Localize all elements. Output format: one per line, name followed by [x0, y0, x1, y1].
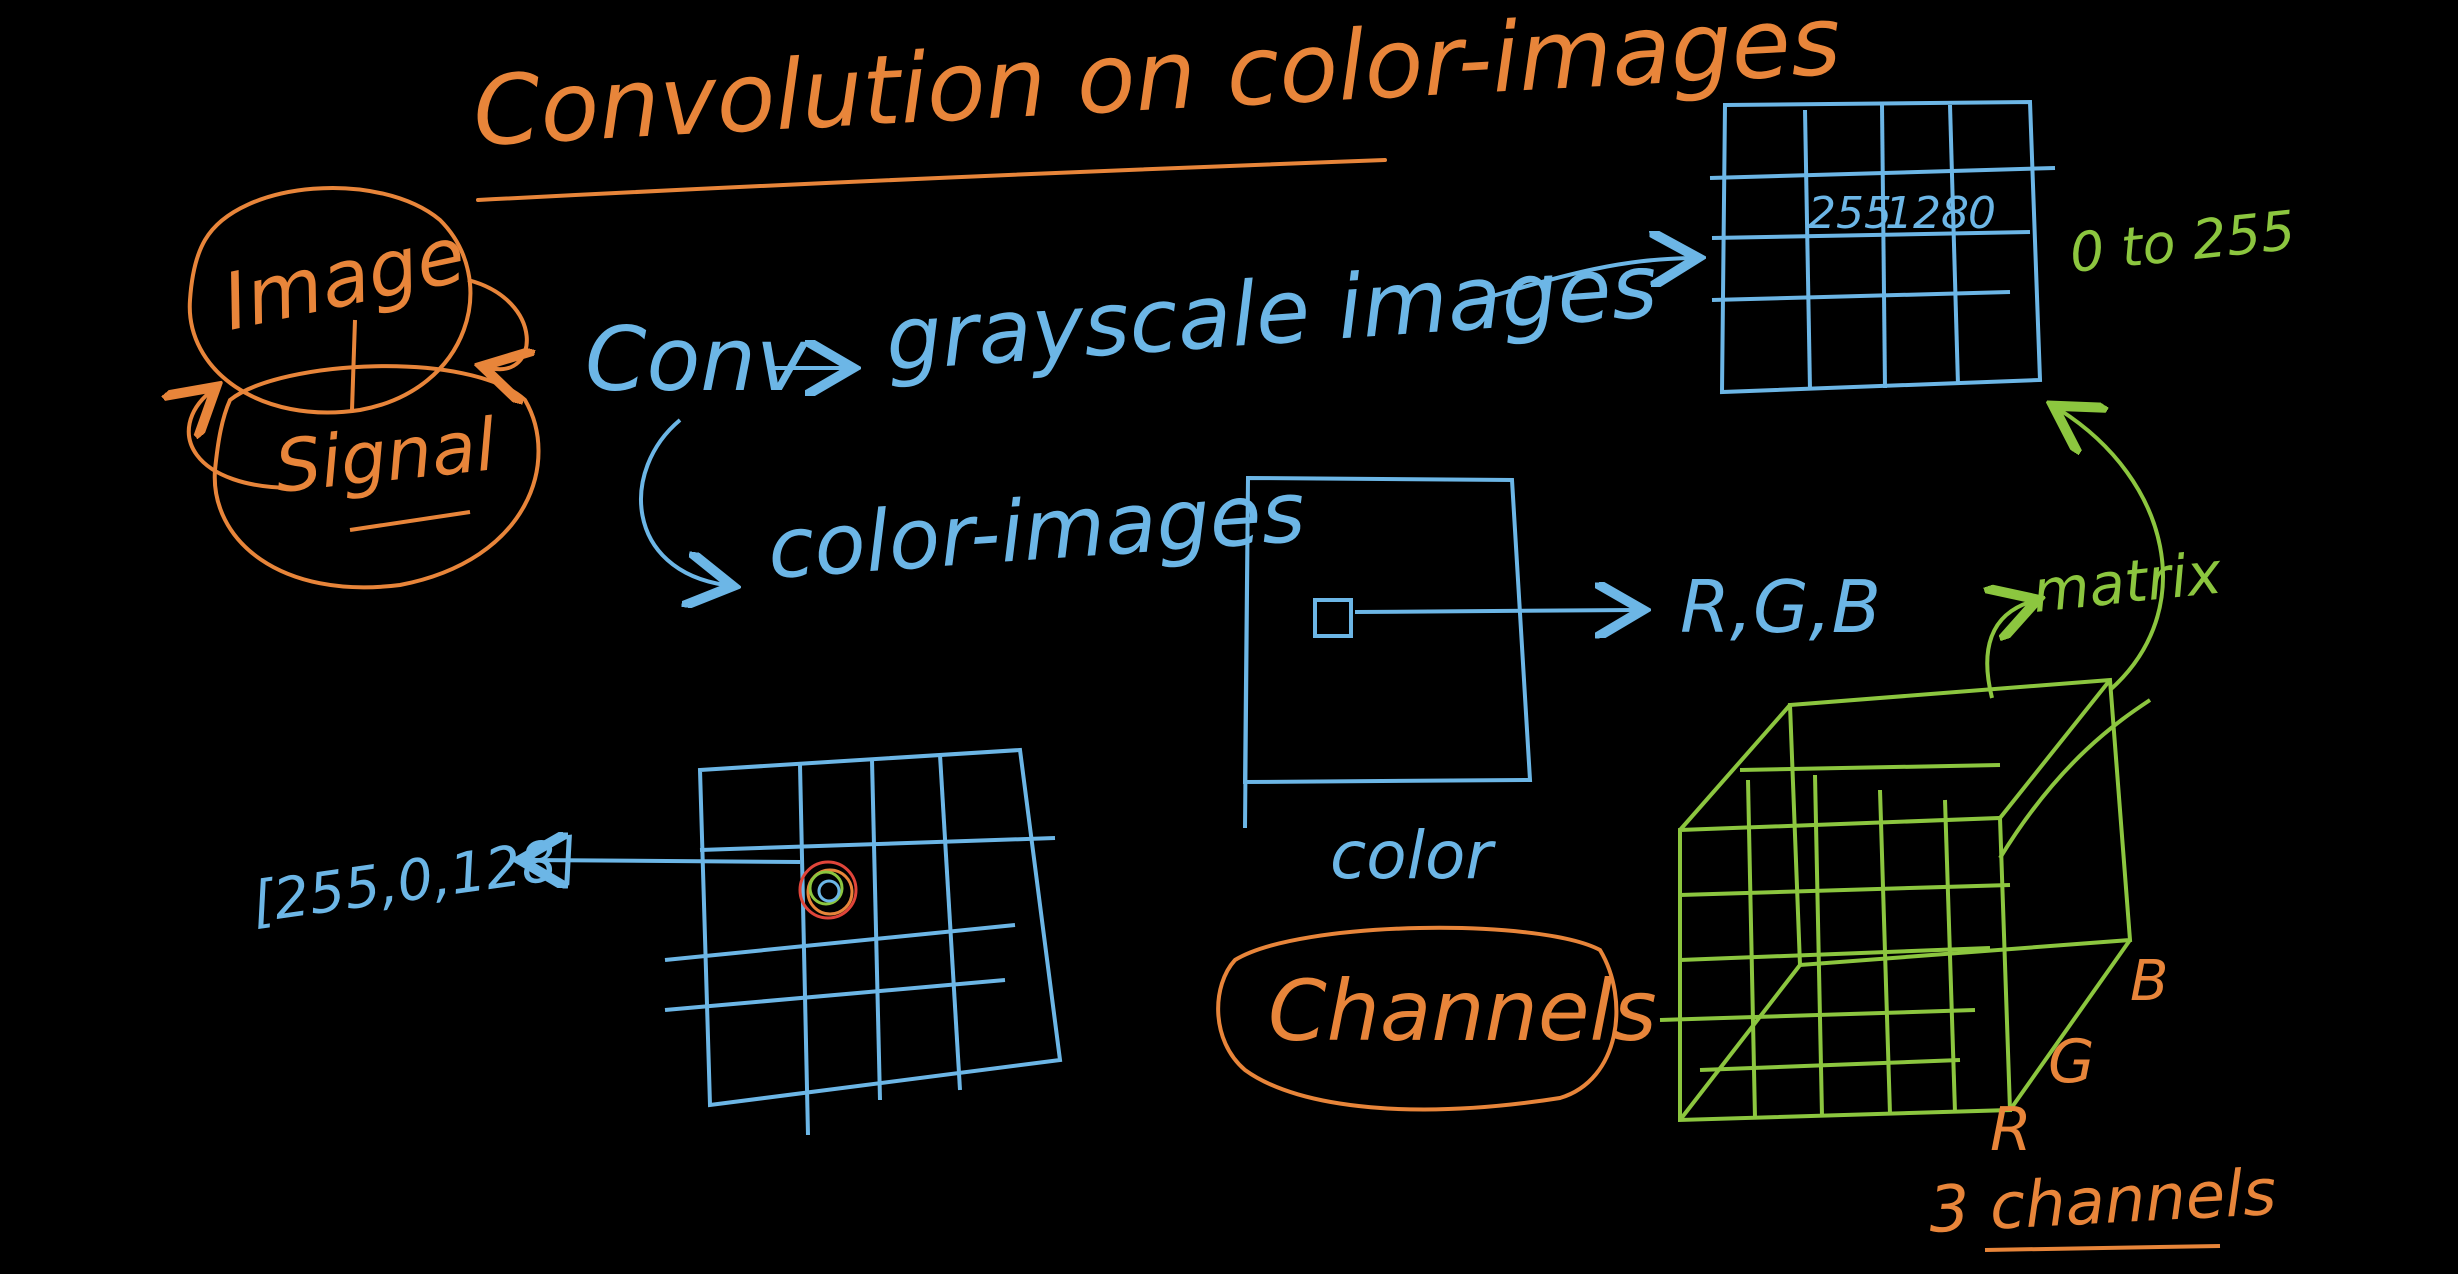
grid-hline [664, 978, 1006, 1012]
channel-g-label: G [2048, 1027, 2095, 1097]
signal-label: Signal [271, 402, 500, 509]
cycle-arrow-left [189, 392, 301, 491]
pixel-value-label: [255,0,128] [248, 826, 583, 936]
image-label: Image [215, 210, 473, 349]
grid-hline [1709, 166, 2056, 180]
grid-vline [1948, 104, 1960, 386]
rgb-cube [1659, 677, 2133, 1123]
channels-label: Channels [1268, 962, 1657, 1060]
color-images-branch-arrow [639, 418, 725, 585]
color-image-outline [1242, 475, 1533, 829]
channel-b-label: B [2130, 949, 2168, 1014]
pixel-circle-orange [806, 868, 854, 916]
cube-front-face [1678, 815, 2013, 1123]
conv-branch: Conv grayscale images color-images [585, 234, 1690, 598]
grayscale-grid [1709, 99, 2056, 395]
cube-edge [1998, 678, 2112, 820]
cube-to-grid-arrow [2060, 410, 2165, 692]
grid-hline [699, 836, 1056, 852]
cube-edge [2008, 938, 2132, 1112]
grayscale-grid-outline [1719, 99, 2043, 395]
title-underline [476, 158, 1387, 202]
cube-hline [1659, 1008, 1976, 1022]
channels-oval [1216, 925, 1619, 1112]
highlighted-pixel [798, 860, 858, 920]
grid-vline [938, 754, 962, 1091]
conv-label: Conv [585, 308, 810, 411]
pixel-to-rgb-arrow [1354, 610, 1635, 612]
grid-vline [1803, 109, 1812, 391]
matrix-label: matrix [2029, 538, 2225, 625]
color-image-box: R,G,B color [1242, 475, 1881, 894]
matrix-pointer-arrow [1998, 698, 2152, 860]
channels-oval-group: Channels [1216, 925, 1657, 1112]
grid-hline [664, 923, 1016, 962]
image-signal-diagram: Image Signal [187, 186, 541, 590]
grid-vline [870, 759, 882, 1101]
color-pixel-grid [664, 747, 1063, 1136]
grid-hline [1711, 230, 2031, 240]
color-images-label: color-images [765, 463, 1308, 598]
grayscale-label: grayscale images [882, 234, 1660, 391]
matrix-label-arrow [1987, 602, 2030, 699]
grid-vline [1880, 104, 1887, 389]
cube-hline [1679, 883, 2011, 897]
pixel-circle-green [808, 870, 844, 906]
cube-vline [1746, 779, 1757, 1119]
signal-underline [349, 510, 471, 532]
cube-hline [1699, 1058, 1961, 1072]
color-grid-outline [697, 747, 1063, 1108]
grid-hline [1711, 290, 2011, 302]
pixel-circle-red [798, 860, 858, 920]
grid-value-1: 255 [1808, 188, 1892, 239]
three-channels-underline [1984, 1244, 2221, 1252]
cycle-arrow-right [467, 278, 527, 369]
grid-vline [798, 764, 810, 1136]
cube-vline [1943, 799, 1957, 1113]
pixel-to-value-arrow [528, 860, 801, 862]
cube-hline [1739, 763, 2001, 772]
grayscale-to-grid-arrow [1461, 258, 1690, 307]
pixel-circle-blue [817, 879, 841, 903]
cube-edge [1678, 703, 1792, 832]
rgb-label: R,G,B [1680, 565, 1881, 649]
grid-value-2: 128 [1885, 188, 1969, 239]
cube-hline [1679, 946, 1991, 962]
three-channels-label: 3 channels [1927, 1156, 2278, 1248]
title-group: Convolution on color-images [470, 0, 1843, 202]
pixel-marker [1313, 598, 1353, 638]
color-label: color [1330, 817, 1496, 894]
cube-vline [1813, 774, 1824, 1117]
cube-edge [1678, 963, 1802, 1122]
image-circle [187, 186, 473, 415]
grid-value-3: 0 [1968, 188, 1996, 239]
channel-r-label: R [1990, 1095, 2032, 1165]
page-title: Convolution on color-images [470, 0, 1843, 168]
range-label: 0 to 255 [2067, 199, 2298, 285]
image-signal-connector [350, 319, 357, 411]
